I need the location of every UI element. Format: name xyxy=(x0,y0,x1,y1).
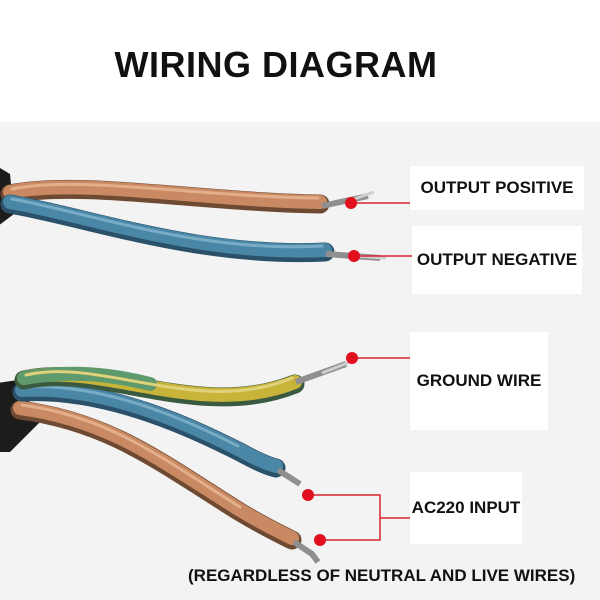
label-output-negative: OUTPUT NEGATIVE xyxy=(412,226,582,294)
label-ac220-input: AC220 INPUT xyxy=(410,472,522,544)
wire-illustration xyxy=(0,168,470,564)
marker-dot-output-negative xyxy=(348,250,360,262)
header-area: WIRING DIAGRAM xyxy=(0,0,600,122)
wiring-diagram: OUTPUT POSITIVE OUTPUT NEGATIVE GROUND W… xyxy=(0,122,600,600)
marker-dot-ac220-brown xyxy=(314,534,326,546)
label-output-positive: OUTPUT POSITIVE xyxy=(410,166,584,210)
cropped-heading-text xyxy=(150,0,440,4)
marker-dot-ac220-blue xyxy=(302,489,314,501)
diagram-title: WIRING DIAGRAM xyxy=(114,44,438,85)
leader-bracket-ac220 xyxy=(308,494,412,541)
marker-dot-ground xyxy=(346,352,358,364)
label-neutral-live-note: (REGARDLESS OF NEUTRAL AND LIVE WIRES) xyxy=(188,566,576,585)
stripped-tip-ac220-blue xyxy=(276,467,302,487)
marker-dot-output-positive xyxy=(345,197,357,209)
stripped-tip-ac220-brown xyxy=(292,539,321,564)
label-ground-wire: GROUND WIRE xyxy=(410,332,548,430)
